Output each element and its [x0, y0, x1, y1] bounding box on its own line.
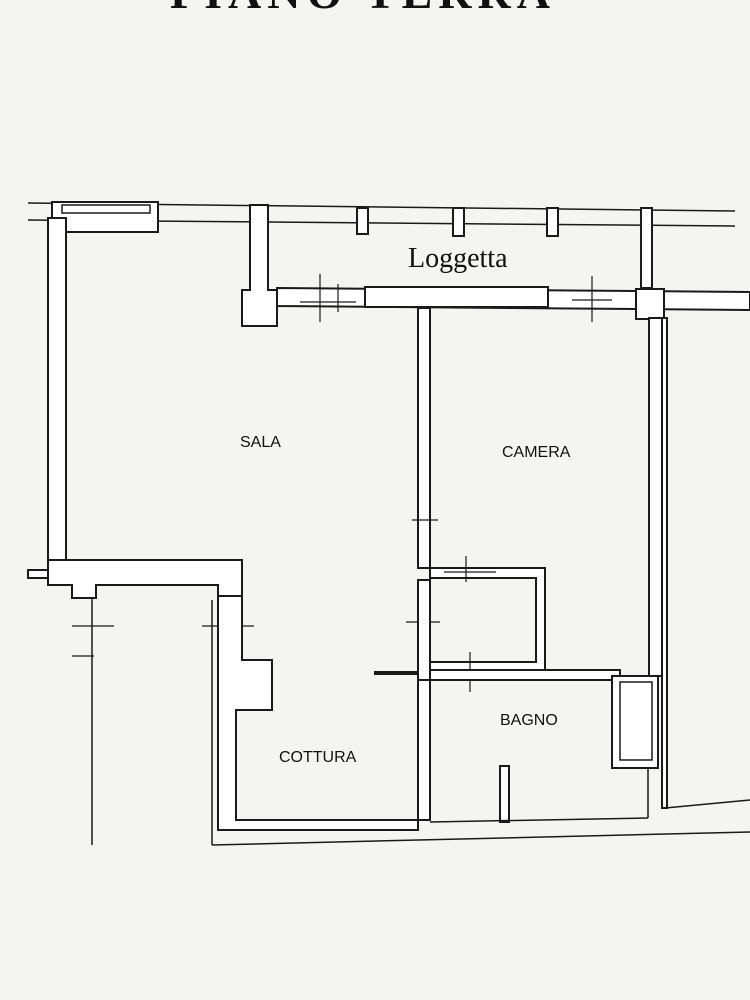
sala-label: SALA: [240, 434, 281, 451]
cottura-label: COTTURA: [279, 749, 357, 766]
cottura-walls: [217, 595, 419, 831]
central-partition: [406, 307, 440, 681]
loggia-wall: [276, 274, 750, 322]
bottom-walls: [91, 598, 750, 846]
sala-walls: [47, 559, 254, 660]
outer-walls: [27, 201, 736, 579]
bagno-label: BAGNO: [500, 712, 558, 729]
plan-title: PIANO TERRA: [170, 0, 556, 18]
bagno-walls: [374, 669, 659, 823]
loggetta-label: Loggetta: [408, 243, 508, 274]
camera-label: CAMERA: [502, 444, 571, 461]
